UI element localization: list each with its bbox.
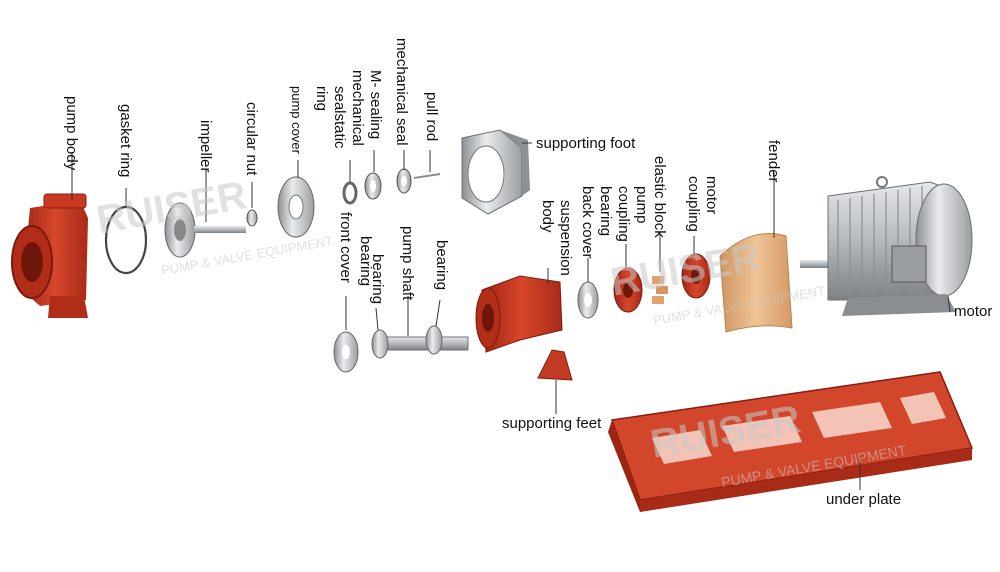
- label-under-plate: under plate: [826, 491, 902, 508]
- label-sealstatic-ring-1: sealstatic: [331, 86, 348, 149]
- sealstatic-ring: [342, 181, 358, 205]
- label-suspension-body-2: body: [539, 200, 556, 233]
- label-supporting-feet: supporting feet: [502, 415, 602, 432]
- label-impeller: impeller: [197, 120, 214, 173]
- pump-shaft-part: [371, 325, 469, 359]
- label-pump-coupling-1: pump: [633, 186, 650, 224]
- motor-coupling-part: [681, 253, 711, 299]
- pump-body: [11, 193, 88, 318]
- pump-cover-part: [277, 176, 315, 238]
- elastic-block-part: [652, 276, 668, 304]
- mechanical-seal-part: [396, 168, 412, 194]
- pull-rod-part: [413, 173, 441, 179]
- under-plate-part: [608, 371, 974, 512]
- leader-lines: [71, 142, 951, 490]
- fender-part: [719, 233, 793, 333]
- label-m-sealing-1: M- sealing: [367, 70, 384, 140]
- suspension-body-part: [475, 275, 563, 353]
- bearing-back-cover-part: [577, 281, 599, 319]
- label-pull-rod: pull rod: [423, 92, 440, 142]
- label-elastic-block: elastic block: [651, 156, 668, 238]
- m-sealing-part: [364, 172, 382, 200]
- circular-nut: [246, 209, 258, 227]
- label-circular-nut: circular nut: [243, 102, 260, 176]
- label-motor-coupling-1: motor: [703, 176, 720, 215]
- label-motor: motor: [954, 303, 993, 320]
- label-bearing-front-cover-1: bearing: [357, 236, 374, 287]
- bearing-front-cover-part: [333, 331, 359, 373]
- label-pump-body: pump body: [63, 96, 80, 171]
- label-bearing-right: bearing: [433, 240, 450, 291]
- impeller-part: [164, 202, 246, 258]
- label-suspension-body-1: suspension: [557, 200, 574, 276]
- label-motor-coupling-2: coupling: [685, 176, 702, 232]
- supporting-feet-part: [537, 349, 573, 381]
- label-fender: fender: [765, 140, 782, 183]
- label-pump-cover: pump cover: [289, 86, 304, 154]
- label-sealstatic-ring-2: ring: [313, 86, 330, 112]
- supporting-foot-part: [461, 129, 530, 215]
- pump-coupling-part: [613, 267, 643, 313]
- label-bearing-back-cover-2: back cover: [579, 186, 596, 259]
- label-bearing-front-cover-2: front cover: [337, 212, 354, 283]
- label-m-sealing-2: mechanical: [349, 70, 366, 146]
- label-mechanical-seal: mechanical seal: [393, 38, 410, 146]
- label-pump-shaft: pump shaft: [399, 226, 416, 301]
- label-bearing-back-cover-1: bearing: [597, 186, 614, 237]
- motor-part: [800, 176, 973, 316]
- label-gasket-ring: gasket ring: [117, 104, 134, 178]
- label-bearing-left: bearing: [369, 254, 386, 305]
- label-supporting-foot: supporting foot: [536, 135, 636, 152]
- label-pump-coupling-2: coupling: [615, 186, 632, 242]
